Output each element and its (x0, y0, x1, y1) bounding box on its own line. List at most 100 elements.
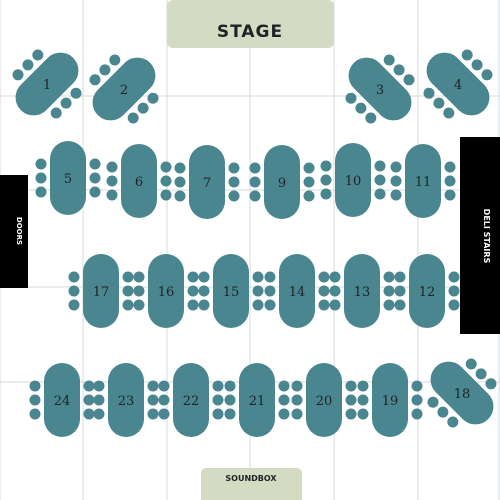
table-20[interactable]: 20 (291, 363, 357, 437)
table-12[interactable]: 12 (394, 254, 460, 328)
table-13[interactable]: 13 (329, 254, 395, 328)
table-number: 23 (118, 394, 135, 409)
table-13-shape (329, 254, 395, 328)
table-top (15, 52, 79, 116)
deli-stairs-wall (460, 137, 500, 334)
seat (252, 271, 264, 283)
seat (264, 271, 276, 283)
table-23-shape (93, 363, 159, 437)
seat (291, 394, 303, 406)
table-4[interactable]: 4 (409, 35, 500, 133)
table-1-shape (12, 49, 82, 119)
seat (83, 394, 95, 406)
seat (291, 408, 303, 420)
seat (106, 189, 118, 201)
table-22[interactable]: 22 (158, 363, 224, 437)
seat (427, 396, 439, 408)
soundbox-label: SOUNDBOX (225, 474, 277, 483)
seat (93, 394, 105, 406)
table-top (50, 141, 86, 215)
table-2[interactable]: 2 (75, 40, 173, 138)
deli-stairs: DELI STAIRS (460, 137, 500, 334)
seat (212, 394, 224, 406)
table-top (239, 363, 275, 437)
seat (465, 358, 477, 370)
table-23[interactable]: 23 (93, 363, 159, 437)
seat (393, 64, 405, 76)
seat (212, 408, 224, 420)
table-21[interactable]: 21 (224, 363, 290, 437)
table-top (348, 57, 412, 121)
seat (329, 271, 341, 283)
seat (390, 175, 402, 187)
seat (320, 174, 332, 186)
table-3[interactable]: 3 (331, 40, 429, 138)
table-top (409, 254, 445, 328)
table-17[interactable]: 17 (68, 254, 134, 328)
deli-stairs-label: DELI STAIRS (482, 209, 491, 264)
table-10[interactable]: 10 (320, 143, 386, 217)
seat (403, 74, 415, 86)
seat (278, 394, 290, 406)
seat (355, 102, 367, 114)
table-number: 11 (415, 175, 432, 190)
seat (89, 158, 101, 170)
seat (147, 380, 159, 392)
table-19[interactable]: 19 (357, 363, 423, 437)
table-top (83, 254, 119, 328)
seat (198, 285, 210, 297)
table-number: 22 (183, 394, 200, 409)
seat (345, 408, 357, 420)
seat (160, 175, 172, 187)
seat (447, 416, 459, 428)
seat (345, 92, 357, 104)
seat (365, 112, 377, 124)
seat (357, 394, 369, 406)
table-14[interactable]: 14 (264, 254, 330, 328)
seat (187, 271, 199, 283)
table-7[interactable]: 7 (174, 145, 240, 219)
table-number: 17 (93, 285, 110, 300)
seat (318, 299, 330, 311)
seat (471, 59, 483, 71)
table-number: 19 (382, 394, 399, 409)
seat (228, 190, 240, 202)
table-16[interactable]: 16 (133, 254, 199, 328)
doors: DOORS (0, 175, 28, 288)
seat (224, 408, 236, 420)
seat (320, 160, 332, 172)
seat (212, 380, 224, 392)
seat (29, 408, 41, 420)
table-5[interactable]: 5 (35, 141, 101, 215)
table-6[interactable]: 6 (106, 144, 172, 218)
seat (448, 299, 460, 311)
table-top (264, 145, 300, 219)
seat (329, 285, 341, 297)
seat (29, 380, 41, 392)
table-11[interactable]: 11 (390, 144, 456, 218)
table-1[interactable]: 1 (0, 35, 96, 133)
table-number: 16 (158, 285, 175, 300)
seat (160, 189, 172, 201)
seat (174, 176, 186, 188)
table-9[interactable]: 9 (249, 145, 315, 219)
seat (291, 380, 303, 392)
seat (394, 285, 406, 297)
seat (68, 285, 80, 297)
table-24[interactable]: 24 (29, 363, 95, 437)
seat (448, 285, 460, 297)
soundbox-area (201, 468, 302, 500)
seat (444, 175, 456, 187)
seat (444, 161, 456, 173)
seat (158, 394, 170, 406)
table-21-shape (224, 363, 290, 437)
seat (198, 299, 210, 311)
table-number: 24 (54, 394, 71, 409)
seat (448, 271, 460, 283)
table-15[interactable]: 15 (198, 254, 264, 328)
seat (357, 380, 369, 392)
table-18[interactable]: 18 (413, 344, 500, 442)
seat (187, 299, 199, 311)
